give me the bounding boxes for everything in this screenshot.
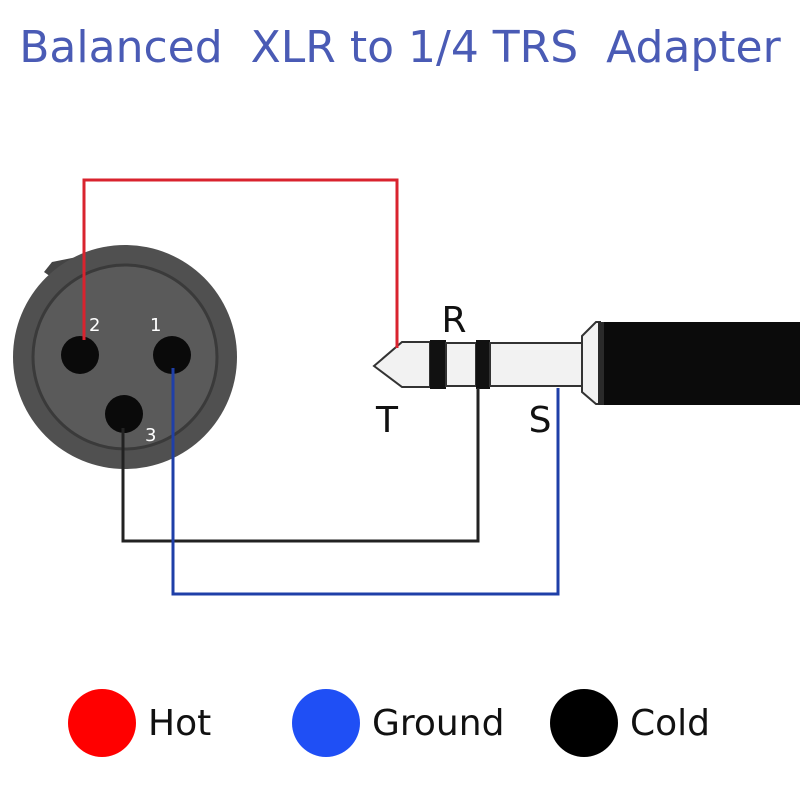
trs-insulator-2 [476, 340, 490, 389]
cold-wire [121, 388, 480, 543]
trs-plug [372, 321, 800, 405]
diagram-title: Balanced XLR to 1/4 TRS Adapter [19, 22, 781, 73]
legend-item-hot: Hot [68, 688, 211, 758]
xlr-pin-hole-1 [153, 336, 191, 374]
ground-color-swatch [292, 689, 360, 757]
xlr-connector [13, 245, 237, 469]
xlr-inner-face [31, 263, 219, 451]
trs-tip [372, 341, 431, 388]
trs-sleeve [489, 342, 583, 387]
xlr-pin-label-1: 1 [150, 315, 161, 336]
ground-wire [171, 368, 560, 596]
trs-label-sleeve: S [529, 400, 552, 441]
hot-color-swatch [68, 689, 136, 757]
xlr-pin-label-3: 3 [145, 425, 156, 446]
trs-collar [581, 321, 601, 405]
trs-label-ring: R [441, 300, 466, 341]
hot-wire [82, 178, 399, 348]
trs-label-tip: T [375, 400, 399, 441]
xlr-pin-label-2: 2 [89, 315, 100, 336]
trs-insulator-1 [430, 340, 446, 389]
trs-handle [600, 322, 800, 405]
trs-ring [445, 342, 477, 387]
legend-label-hot: Hot [148, 702, 212, 744]
xlr-pin-hole-3 [105, 395, 143, 433]
legend-label-cold: Cold [630, 702, 711, 744]
xlr-pin-hole-2 [61, 336, 99, 374]
legend-item-cold: Cold [550, 688, 710, 758]
legend-item-ground: Ground [292, 688, 504, 758]
trs-handle-edge [598, 322, 604, 405]
legend-label-ground: Ground [372, 702, 505, 744]
cold-color-swatch [550, 689, 618, 757]
